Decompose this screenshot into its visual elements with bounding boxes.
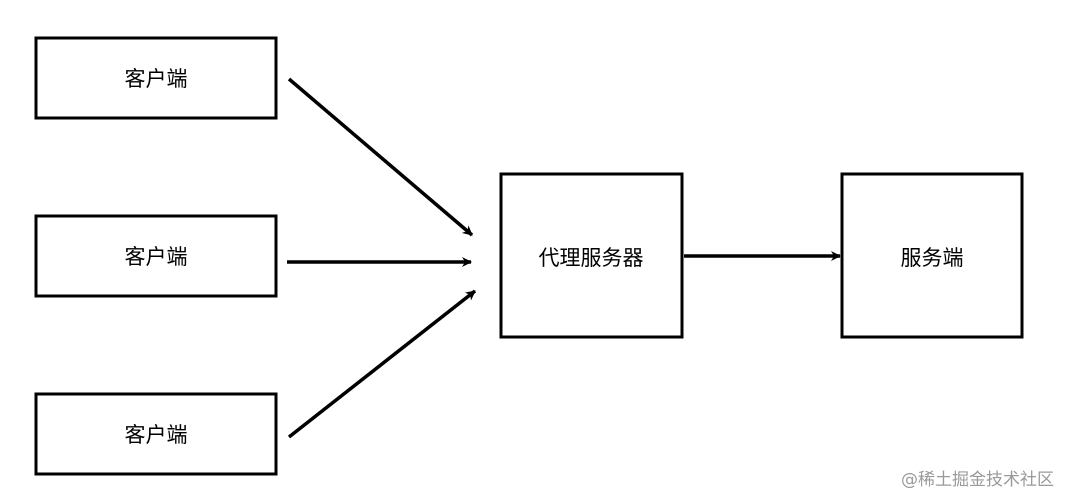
node-client-1-box (34, 36, 278, 120)
edge-client-3-to-proxy (287, 289, 477, 439)
node-client-1: 客户端 (34, 36, 278, 120)
node-server: 服务端 (840, 172, 1024, 339)
node-proxy: 代理服务器 (499, 172, 684, 339)
node-client-3-box (34, 392, 278, 476)
edge-client-1-to-proxy (287, 77, 474, 237)
node-proxy-label: 代理服务器 (539, 246, 644, 270)
node-client-2-label: 客户端 (125, 245, 188, 269)
node-client-2-box (34, 214, 278, 298)
watermark-text: @稀土掘金技术社区 (901, 470, 1054, 490)
node-client-1-label: 客户端 (125, 67, 188, 91)
node-client-3: 客户端 (34, 392, 278, 476)
node-proxy-box (499, 172, 684, 339)
node-server-label: 服务端 (901, 246, 964, 270)
node-server-box (840, 172, 1024, 339)
node-client-3-label: 客户端 (125, 423, 188, 447)
node-client-2: 客户端 (34, 214, 278, 298)
